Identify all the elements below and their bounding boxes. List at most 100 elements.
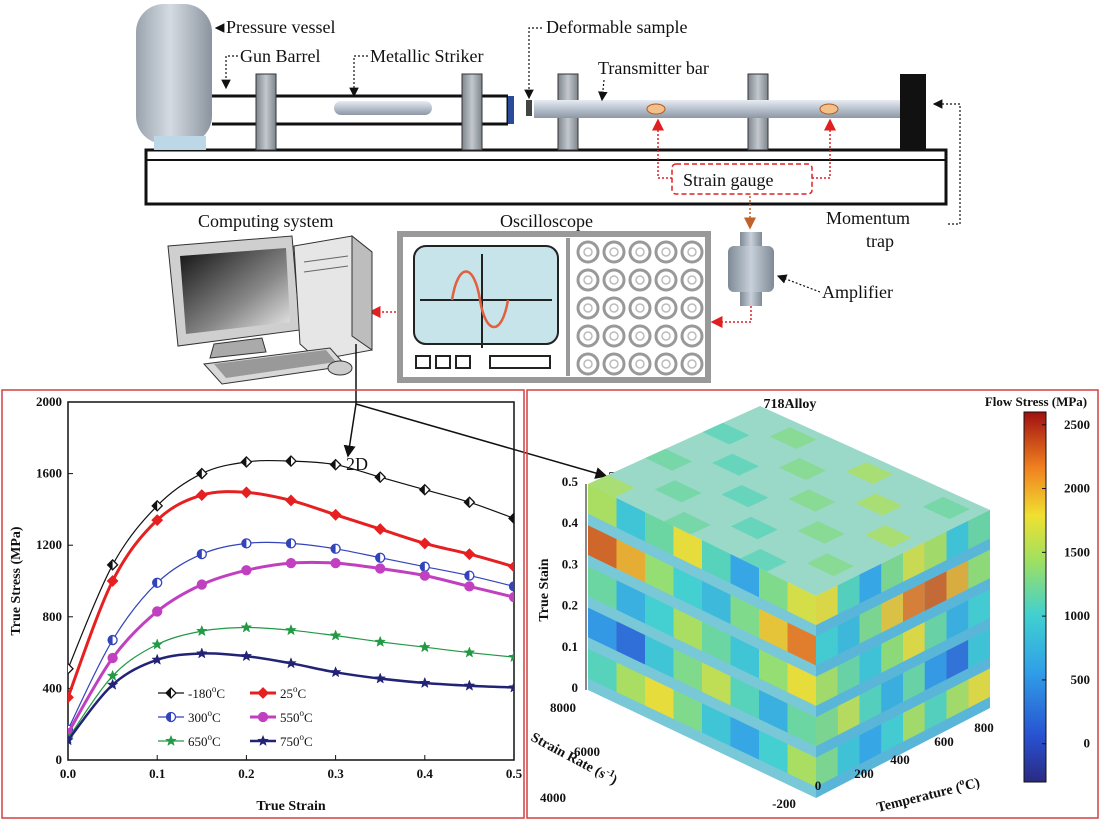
slice-cell <box>859 643 882 684</box>
data-point <box>68 691 74 704</box>
label-2d: 2D <box>346 454 368 474</box>
slice-cell <box>712 453 760 476</box>
data-point <box>152 606 163 617</box>
momentum-trap-shape <box>900 74 926 150</box>
legend-label: 750oC <box>280 732 313 749</box>
slice-cell <box>702 703 731 747</box>
label-strain-gauge: Strain gauge <box>683 170 773 190</box>
slice-cell <box>924 611 947 651</box>
data-point <box>419 570 430 581</box>
series-line <box>68 490 514 698</box>
colorbar-tick-label: 2000 <box>1064 481 1090 496</box>
slice-cell <box>946 679 969 720</box>
metallic-striker-shape <box>334 101 432 115</box>
data-point <box>106 669 119 681</box>
computer-shape <box>167 234 373 385</box>
label-deformable-sample: Deformable sample <box>546 17 687 37</box>
legend-label: 550oC <box>280 708 313 725</box>
x-tick-label: 0.2 <box>238 766 254 781</box>
slice-cell <box>654 480 702 503</box>
slice-cell <box>779 458 827 480</box>
slice-cell <box>903 622 925 662</box>
label-oscilloscope: Oscilloscope <box>500 211 593 231</box>
legend-label: 650oC <box>188 732 221 749</box>
slice-cell <box>787 703 816 747</box>
slice-cell <box>645 676 674 720</box>
pressure-vessel-shape <box>136 4 212 144</box>
plot-area <box>67 401 515 761</box>
strain-rate-axis-label: Strain Rate (s-1) <box>528 728 621 789</box>
slice-cell <box>769 427 817 449</box>
slice-cell <box>968 510 990 550</box>
data-point <box>285 657 297 669</box>
slice-cell <box>859 603 882 644</box>
label-pressure-vessel: Pressure vessel <box>226 17 335 37</box>
data-point <box>285 494 297 507</box>
slice-cell <box>645 553 674 597</box>
slice-cell <box>946 639 969 680</box>
z-tick-label: 0 <box>572 680 579 695</box>
z-tick-label: 0.3 <box>562 556 579 571</box>
y-axis-label: True Stress (MPa) <box>9 526 24 635</box>
data-point <box>107 652 118 664</box>
y-tick-label: 1200 <box>36 537 62 552</box>
legend-label: 25oC <box>280 684 306 701</box>
x-tick-label: 0.5 <box>506 766 523 781</box>
slice-cell <box>924 571 947 611</box>
slice-cell <box>645 512 674 556</box>
slice-cell <box>806 553 854 577</box>
series-line <box>68 541 514 730</box>
slice-cell <box>924 531 947 571</box>
data-point <box>257 711 269 723</box>
slice-cell <box>759 568 788 612</box>
slice-cell <box>881 713 903 754</box>
temperature-tick-label: 200 <box>854 766 874 781</box>
slice-cell <box>816 746 838 787</box>
colorbar-tick-label: 500 <box>1071 672 1091 687</box>
x-axis-label: True Strain <box>256 799 326 814</box>
y-tick-label: 0 <box>56 752 63 767</box>
chart-title: 718Alloy <box>764 397 817 412</box>
strain-rate-tick-label: 8000 <box>550 700 576 715</box>
data-point <box>329 629 342 641</box>
z-tick-label: 0.5 <box>562 474 579 489</box>
slice-cell <box>946 600 969 640</box>
panel-2d-frame <box>1 389 525 819</box>
slice-cell <box>616 539 645 583</box>
slice-cell <box>846 462 894 484</box>
slice-cell <box>816 585 838 626</box>
data-point <box>165 734 177 746</box>
slice-cell <box>968 549 990 590</box>
amplifier-shape <box>728 232 774 306</box>
colorbar-label: Flow Stress (MPa) <box>985 394 1087 409</box>
data-point <box>195 489 208 501</box>
data-point <box>196 579 207 590</box>
label-gun-barrel: Gun Barrel <box>240 46 320 66</box>
colorbar-tick-label: 1500 <box>1064 544 1090 559</box>
slice-cell <box>759 649 788 693</box>
slice-cell <box>855 493 903 516</box>
data-point <box>463 646 476 658</box>
y-tick-label: 800 <box>43 609 63 624</box>
slice-cell <box>759 689 788 733</box>
slice-cell <box>721 485 769 508</box>
data-point <box>195 647 208 659</box>
slice-cell <box>645 594 674 638</box>
slice-cell <box>924 650 947 691</box>
slice-cell <box>730 554 759 598</box>
slice-cell <box>881 593 903 633</box>
slice-cell <box>588 648 617 692</box>
slice-cell <box>816 625 838 666</box>
label-computing-system: Computing system <box>198 211 334 231</box>
slice-cell <box>837 735 860 776</box>
slice-cell <box>787 582 816 626</box>
data-point <box>464 581 475 592</box>
colorbar-tick-label: 2500 <box>1064 417 1090 432</box>
slice-cell <box>702 662 731 706</box>
slice-cell <box>702 621 731 665</box>
data-point <box>241 565 252 576</box>
slice-cell <box>759 608 788 652</box>
strain-rate-tick-label: 4000 <box>540 790 566 805</box>
transmitter-bar-shape <box>534 100 900 118</box>
